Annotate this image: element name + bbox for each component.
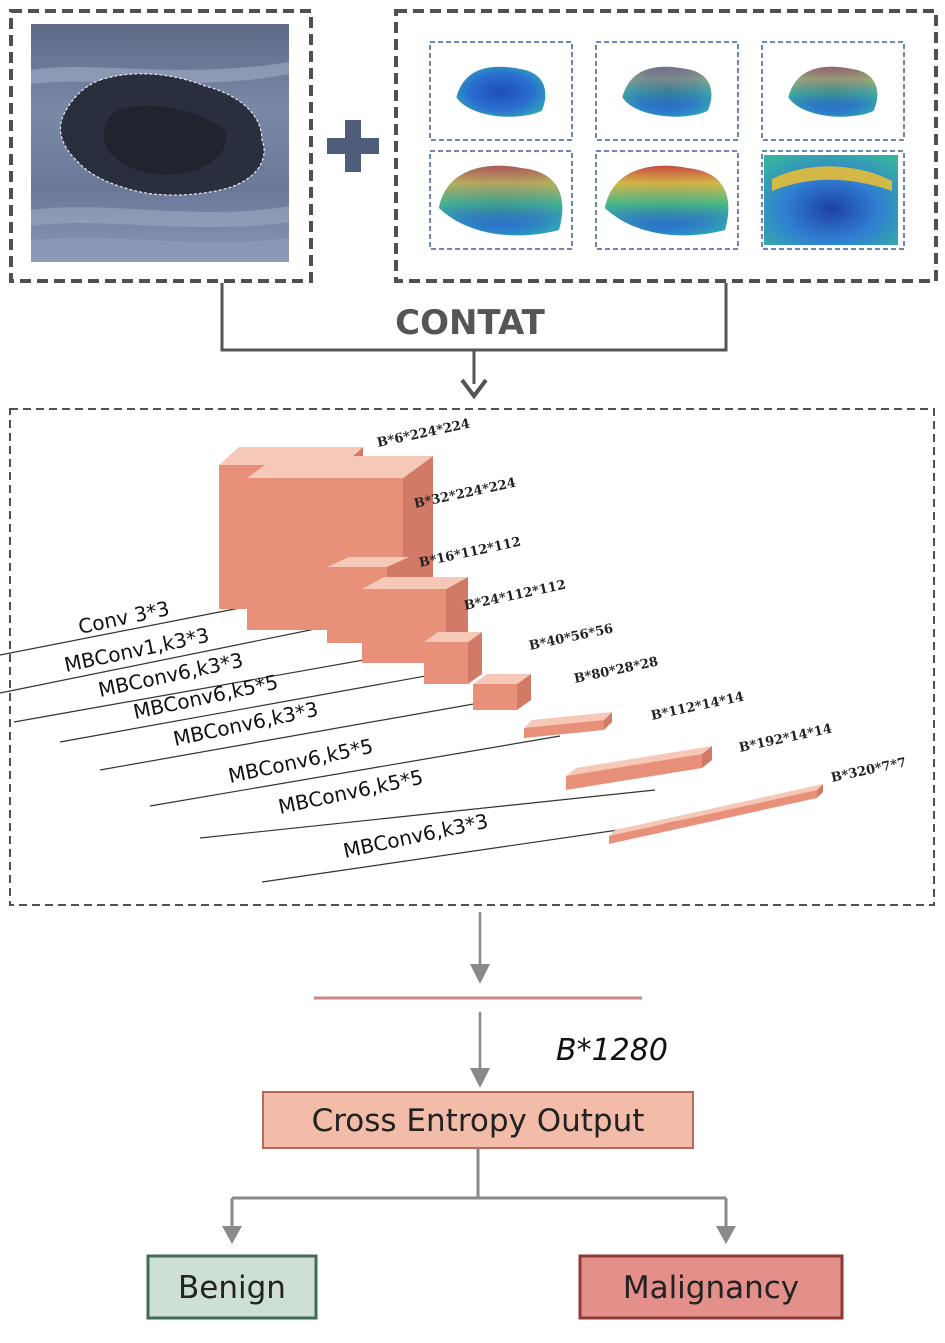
shape-label: B*40*56*56 [528, 621, 615, 653]
heatmap-panel-frame [394, 9, 938, 283]
benign-label: Benign [178, 1270, 286, 1306]
arrow-to-output [470, 1012, 490, 1088]
input-image-panel [9, 9, 313, 283]
heatmap-tiles [429, 41, 905, 250]
network-panel-frame [9, 408, 935, 906]
benign-box: Benign [146, 1254, 318, 1320]
output-label: Cross Entropy Output [312, 1103, 645, 1139]
heatmap-tile [595, 41, 739, 141]
heatmap-tile [761, 150, 905, 250]
svg-text:MBConv6,k3*3: MBConv6,k3*3 [341, 809, 490, 863]
plus-icon [327, 120, 379, 172]
layer-label: MBConv6,k3*3 [261, 809, 701, 883]
shape-label: B*80*28*28 [573, 654, 660, 686]
feature-block [524, 712, 612, 738]
shape-label: B*6*224*224 [376, 417, 472, 451]
feature-blocks [219, 447, 823, 844]
concat-connector: CONTAT [220, 283, 728, 400]
shape-label: B*112*14*14 [650, 690, 746, 724]
heatmap-tile [761, 41, 905, 141]
malignancy-label: Malignancy [623, 1270, 799, 1306]
branch-connector [222, 1148, 736, 1244]
feature-block [473, 674, 531, 710]
ultrasound-image [31, 24, 289, 262]
feature-block [609, 784, 823, 844]
malignancy-box: Malignancy [578, 1254, 844, 1320]
output-box: Cross Entropy Output [262, 1091, 694, 1149]
heatmap-panel [394, 9, 938, 283]
feature-block [566, 746, 712, 790]
shape-label: B*16*112*112 [418, 535, 523, 571]
heatmap-tile [429, 41, 573, 141]
heatmap-tile [429, 150, 573, 250]
shape-label: B*192*14*14 [738, 722, 834, 756]
shape-label: B*320*7*7 [830, 755, 908, 786]
feature-vector-label: B*1280 [556, 1033, 668, 1068]
network-panel: Conv 3*3MBConv1,k3*3MBConv6,k3*3MBConv6,… [0, 408, 935, 906]
arrow-to-feature [470, 912, 490, 984]
shape-label: B*24*112*112 [463, 578, 568, 614]
input-image-frame [9, 9, 313, 283]
feature-block [424, 632, 482, 684]
heatmap-tile [595, 150, 739, 250]
concat-label: CONTAT [395, 303, 546, 343]
